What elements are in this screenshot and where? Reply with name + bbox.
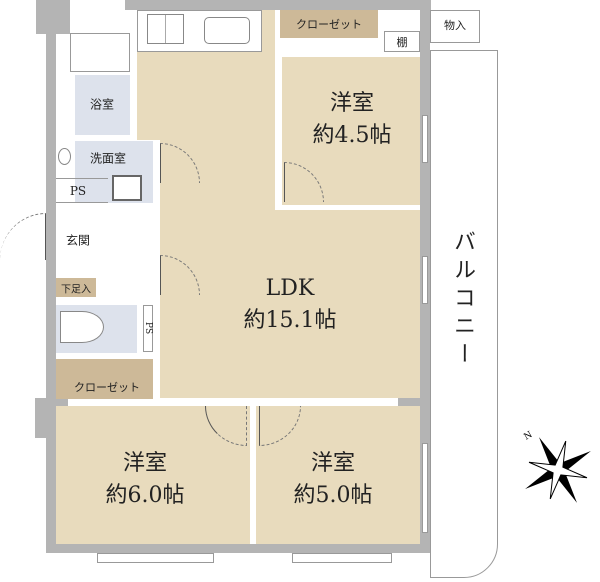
bathtub [70, 33, 130, 72]
toilet-icon [60, 311, 104, 343]
closet-top [280, 10, 378, 38]
western-room-6-0-label: 洋室 [122, 451, 167, 476]
western-room-5-0-label: 洋室 [310, 451, 355, 476]
entrance-label: 玄関 [65, 233, 91, 248]
western-room-6-0-size: 約6.0帖 [105, 483, 185, 508]
balcony [430, 50, 498, 578]
shelf-label: 棚 [396, 36, 408, 49]
window [292, 553, 392, 563]
entrance-door[interactable] [0, 213, 46, 260]
shoe-storage-label: 下足入 [61, 284, 91, 296]
ps-1-label: PS [69, 184, 87, 198]
washing-machine-icon [112, 175, 142, 201]
notch [70, 0, 125, 20]
wall-top-left-stub [36, 0, 70, 34]
western-room-5-0-size: 約5.0帖 [293, 483, 373, 508]
storage-label: 物入 [444, 19, 466, 32]
wall-bottom [46, 544, 430, 553]
window [422, 256, 428, 304]
wall-left [46, 0, 56, 553]
ps-1 [56, 178, 108, 203]
window [422, 115, 428, 163]
bathroom-label: 浴室 [89, 97, 115, 112]
window [97, 553, 214, 563]
washroom-label: 洗面室 [89, 151, 127, 166]
shoe-storage [56, 278, 96, 297]
ps-2-label: PS [143, 321, 153, 335]
closet-left [56, 359, 153, 399]
compass-north-label: N [523, 430, 535, 443]
sink-icon [204, 17, 250, 44]
compass-icon: N [523, 430, 591, 503]
storage [430, 10, 480, 43]
shelf [384, 31, 420, 52]
closet-left-label: クローゼット [74, 381, 140, 394]
window [422, 443, 428, 533]
ldk-label: LDK [265, 276, 315, 301]
closet-top-label: クローゼット [296, 18, 362, 31]
western-room-4-5-label: 洋室 [329, 91, 374, 116]
wall-top [36, 0, 431, 10]
wash-basin-icon [58, 148, 71, 165]
stove-icon [147, 14, 184, 44]
bathroom [75, 75, 130, 135]
ldk-size: 約15.1帖 [243, 308, 337, 333]
western-room-4-5-size: 約4.5帖 [312, 123, 392, 148]
balcony-label: バルコニー [450, 230, 475, 370]
ldk-floor-main [160, 210, 420, 398]
ps-2 [143, 305, 153, 352]
